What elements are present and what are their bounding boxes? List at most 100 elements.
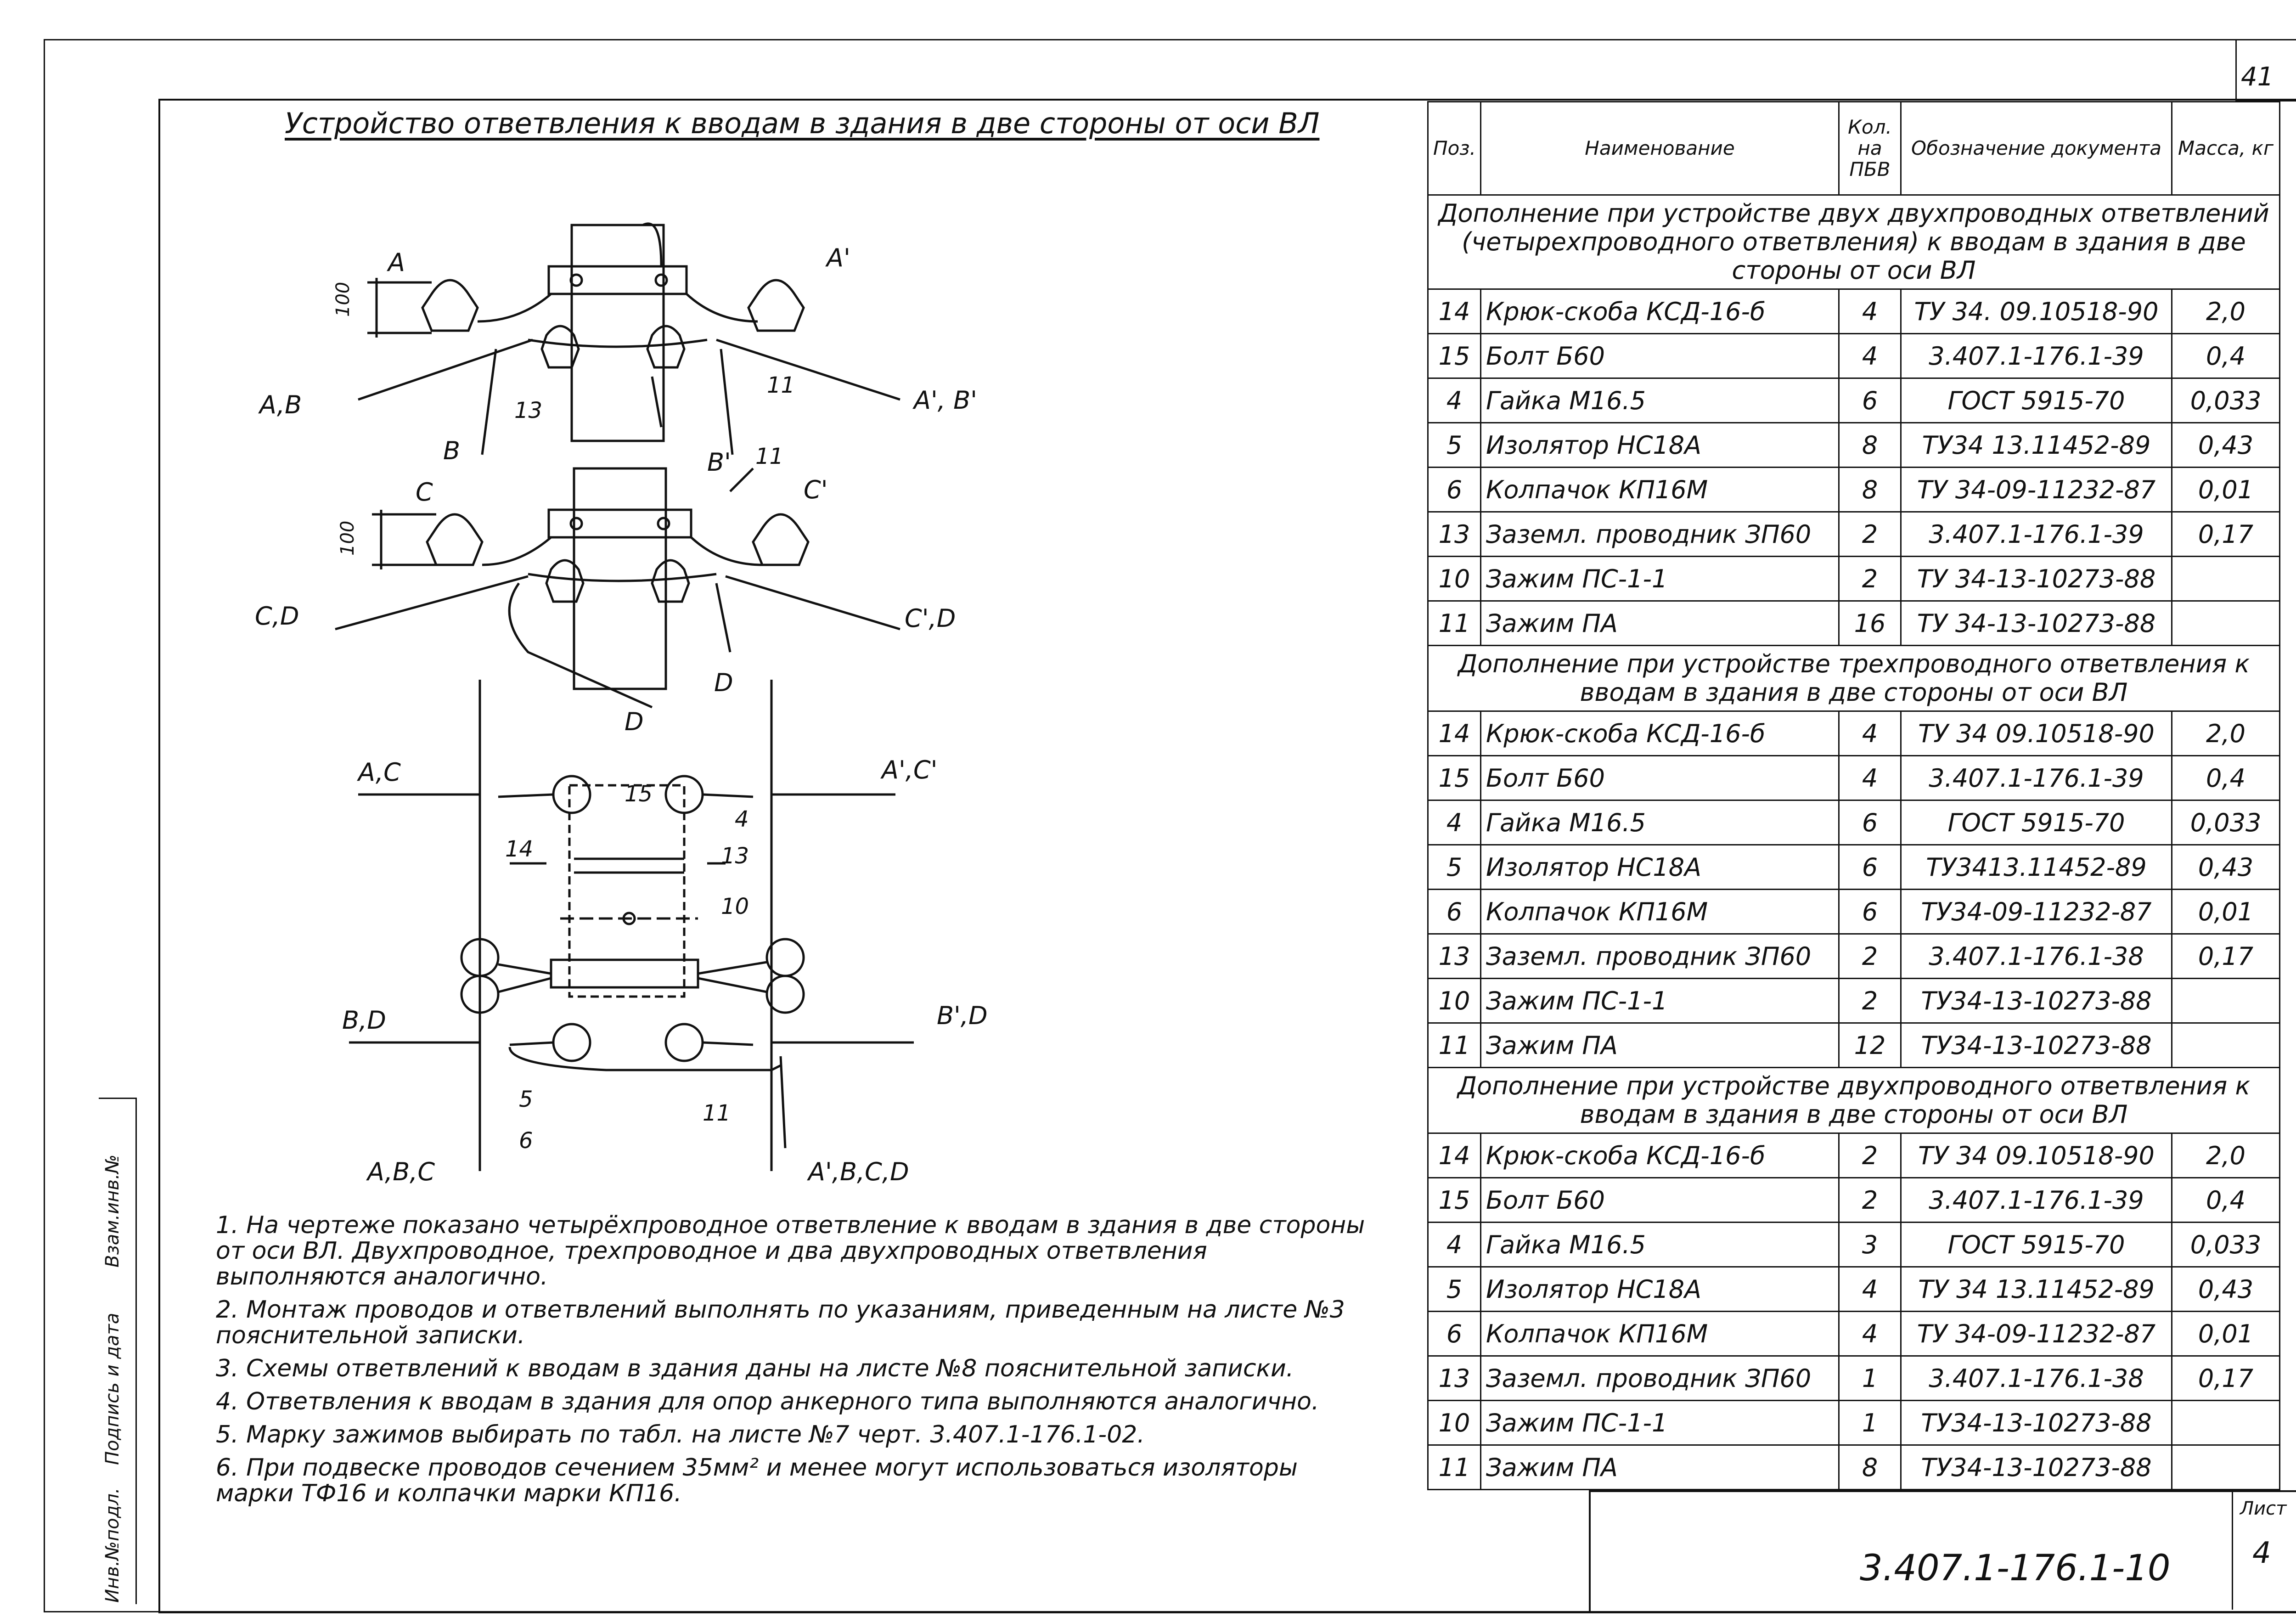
cell-doc: ТУ 34-13-10273-88 <box>1900 600 2172 646</box>
cell-qty: 4 <box>1838 755 1902 801</box>
cell-mass: 0,033 <box>2171 1222 2280 1268</box>
cell-pos: 5 <box>1427 1266 1481 1312</box>
cell-name: Крюк-скоба КСД-16-б <box>1480 1132 1840 1178</box>
header-qty: Кол. на ПБВ <box>1838 101 1902 196</box>
cell-name: Гайка М16.5 <box>1480 377 1840 423</box>
cell-doc: ТУ 34-09-11232-87 <box>1900 467 2172 513</box>
label-cd-right: C',D <box>905 604 956 633</box>
document-code: 3.407.1-176.1-10 <box>1860 1548 2171 1589</box>
cell-name: Крюк-скоба КСД-16-б <box>1480 288 1840 334</box>
cell-qty: 8 <box>1838 467 1902 513</box>
callout-15: 15 <box>625 781 653 807</box>
cell-doc: ТУ 34-13-10273-88 <box>1900 556 2172 602</box>
cell-pos: 4 <box>1427 377 1481 423</box>
label-ab-left: A,B <box>258 390 302 419</box>
sheet-label: Лист <box>2240 1498 2287 1519</box>
label-b: B <box>443 436 460 465</box>
cell-name: Изолятор НС18А <box>1480 422 1840 468</box>
label-bd-left: B,D <box>342 1006 386 1035</box>
cell-pos: 6 <box>1427 1311 1481 1357</box>
cell-name: Зажим ПС-1-1 <box>1480 556 1840 602</box>
cell-qty: 12 <box>1838 1022 1902 1068</box>
cell-name: Изолятор НС18А <box>1480 844 1840 890</box>
cell-pos: 14 <box>1427 1132 1481 1178</box>
drawing-title: Устройство ответвления к вводам в здания… <box>285 107 1320 140</box>
cell-name: Зажим ПА <box>1480 600 1840 646</box>
label-ac-right: A',C' <box>880 755 938 784</box>
cell-doc: ТУ3413.11452-89 <box>1900 844 2172 890</box>
side-stamp-signature: Подпись и дата <box>102 1313 123 1465</box>
note-5: 5. Марку зажимов выбирать по табл. на ли… <box>216 1421 1145 1448</box>
sheet-number: 4 <box>2252 1536 2271 1570</box>
cell-pos: 11 <box>1427 1022 1481 1068</box>
cell-qty: 8 <box>1838 422 1902 468</box>
cell-mass: 0,17 <box>2171 511 2280 557</box>
page-number: 41 <box>2241 62 2274 92</box>
note-1: 1. На чертеже показано четырёхпроводное … <box>216 1211 1365 1290</box>
cell-qty: 2 <box>1838 1177 1902 1223</box>
cell-doc: ТУ34-13-10273-88 <box>1900 1022 2172 1068</box>
cell-name: Заземл. проводник ЗП60 <box>1480 933 1840 979</box>
page-number-box <box>2235 39 2296 101</box>
dim-100-top: 100 <box>332 282 354 317</box>
drawing-plan-view <box>349 680 914 1171</box>
cell-pos: 4 <box>1427 1222 1481 1268</box>
cell-mass <box>2171 556 2280 602</box>
cell-qty: 2 <box>1838 511 1902 557</box>
label-abcd-right: A',B,C,D <box>807 1157 909 1186</box>
label-c: C <box>416 478 433 507</box>
cell-mass: 0,01 <box>2171 1311 2280 1357</box>
cell-pos: 11 <box>1427 1444 1481 1490</box>
cell-doc: ТУ34-13-10273-88 <box>1900 1444 2172 1490</box>
cell-mass: 0,17 <box>2171 933 2280 979</box>
label-d-right: D <box>714 668 733 697</box>
cell-qty: 6 <box>1838 800 1902 845</box>
cell-doc: ТУ 34 09.10518-90 <box>1900 710 2172 756</box>
header-mass: Масса, кг <box>2171 101 2280 196</box>
cell-doc: 3.407.1-176.1-39 <box>1900 755 2172 801</box>
cell-pos: 14 <box>1427 710 1481 756</box>
cell-doc: 3.407.1-176.1-39 <box>1900 1177 2172 1223</box>
cell-qty: 4 <box>1838 1266 1902 1312</box>
cell-qty: 2 <box>1838 1132 1902 1178</box>
cell-mass: 0,4 <box>2171 755 2280 801</box>
cell-name: Крюк-скоба КСД-16-б <box>1480 710 1840 756</box>
cell-qty: 6 <box>1838 844 1902 890</box>
cell-name: Зажим ПА <box>1480 1022 1840 1068</box>
cell-qty: 6 <box>1838 377 1902 423</box>
cell-doc: 3.407.1-176.1-39 <box>1900 511 2172 557</box>
section-heading: Дополнение при устройстве двух двухпрово… <box>1427 194 2280 290</box>
label-c-prime: C' <box>804 475 828 504</box>
cell-mass: 2,0 <box>2171 710 2280 756</box>
cell-mass: 0,43 <box>2171 844 2280 890</box>
section-heading-row: Дополнение при устройстве двухпроводного… <box>1427 1067 2280 1134</box>
label-b-prime: B' <box>707 448 731 477</box>
cell-mass: 0,4 <box>2171 333 2280 379</box>
cell-doc: 3.407.1-176.1-38 <box>1900 933 2172 979</box>
crossarm-cd <box>547 508 692 539</box>
cell-qty: 16 <box>1838 600 1902 646</box>
note-3: 3. Схемы ответвлений к вводам в здания д… <box>216 1355 1294 1382</box>
cell-mass: 2,0 <box>2171 288 2280 334</box>
callout-4: 4 <box>735 806 749 832</box>
drawing-frame <box>158 99 2296 1613</box>
cell-pos: 4 <box>1427 800 1481 845</box>
header-doc: Обозначение документа <box>1900 101 2172 196</box>
side-stamp-inv: Инв.№подл. <box>102 1487 123 1603</box>
cell-doc: ГОСТ 5915-70 <box>1900 1222 2172 1268</box>
specification-table: Поз. Наименование Кол. на ПБВ Обозначени… <box>1427 101 2280 1490</box>
cell-pos: 13 <box>1427 933 1481 979</box>
cell-pos: 15 <box>1427 755 1481 801</box>
cell-qty: 4 <box>1838 333 1902 379</box>
cell-name: Зажим ПС-1-1 <box>1480 1400 1840 1446</box>
